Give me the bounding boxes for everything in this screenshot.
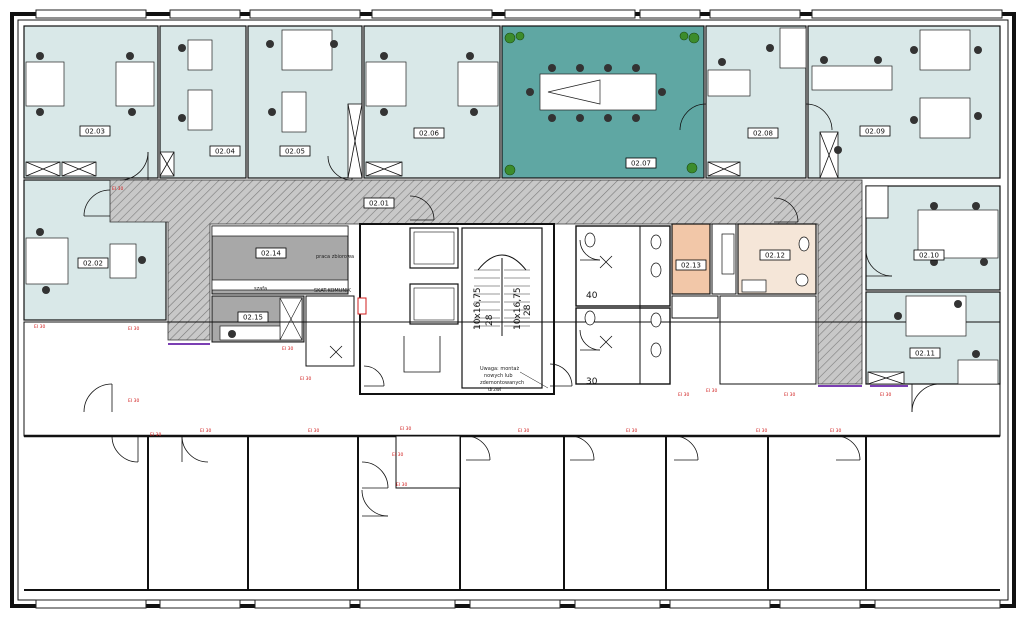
windows-top bbox=[35, 9, 1003, 19]
svg-text:EI 30: EI 30 bbox=[200, 428, 211, 434]
label-02-12: 02.12 bbox=[765, 252, 785, 260]
label-02-14: 02.14 bbox=[261, 250, 282, 258]
label-02-08: 02.08 bbox=[753, 130, 773, 138]
label-02-06: 02.06 bbox=[419, 130, 440, 138]
svg-text:EI 30: EI 30 bbox=[400, 426, 411, 432]
note-line-3: zdemontowanych bbox=[480, 380, 524, 386]
note-line-2: nowych lub bbox=[484, 373, 513, 379]
label-02-10: 02.10 bbox=[919, 252, 939, 260]
svg-text:EI 30: EI 30 bbox=[112, 186, 123, 192]
svg-text:EI 30: EI 30 bbox=[880, 392, 891, 398]
note-line-1: Uwaga: montaż bbox=[480, 366, 519, 372]
plants bbox=[504, 31, 700, 176]
svg-text:EI 30: EI 30 bbox=[282, 346, 293, 352]
stair-dimension-1: 10x16,75 bbox=[473, 287, 483, 330]
svg-text:EI 30: EI 30 bbox=[128, 398, 139, 404]
server-note: szafa bbox=[254, 286, 267, 292]
stair-steps-2: 28 bbox=[523, 304, 533, 316]
svg-text:EI 30: EI 30 bbox=[300, 376, 311, 382]
svg-text:EI 30: EI 30 bbox=[128, 326, 139, 332]
label-02-03: 02.03 bbox=[85, 128, 105, 136]
svg-text:EI 30: EI 30 bbox=[830, 428, 841, 434]
wc-number-40: 40 bbox=[586, 291, 598, 301]
room-labels: 02.03 02.04 02.05 02.06 02.07 02.08 02.0… bbox=[77, 125, 945, 359]
svg-text:EI 30: EI 30 bbox=[756, 428, 767, 434]
svg-text:EI 30: EI 30 bbox=[392, 452, 403, 458]
label-02-01: 02.01 bbox=[369, 200, 389, 208]
fire-extinguisher-marker bbox=[357, 297, 367, 315]
lower-rooms bbox=[24, 436, 1000, 591]
door-swings bbox=[83, 103, 941, 517]
fire-ratings: EI 30 EI 30 EI 30 EI 30 EI 30 EI 30 EI 3… bbox=[34, 186, 891, 488]
label-02-11: 02.11 bbox=[915, 350, 935, 358]
label-02-15: 02.15 bbox=[243, 314, 263, 322]
kitchen-note: praca zbiorowa bbox=[316, 254, 354, 260]
label-02-07: 02.07 bbox=[631, 160, 651, 168]
svg-text:EI 30: EI 30 bbox=[678, 392, 689, 398]
svg-text:EI 30: EI 30 bbox=[396, 482, 407, 488]
room-02-13 bbox=[671, 223, 711, 295]
wc-number-30: 30 bbox=[586, 377, 598, 387]
svg-text:EI 30: EI 30 bbox=[308, 428, 319, 434]
chairs bbox=[36, 40, 988, 358]
svg-text:EI 30: EI 30 bbox=[626, 428, 637, 434]
desks bbox=[25, 27, 999, 385]
label-02-09: 02.09 bbox=[865, 128, 885, 136]
sanitary-fixtures bbox=[584, 232, 810, 358]
svg-text:EI 30: EI 30 bbox=[34, 324, 45, 330]
floor-drains bbox=[329, 255, 613, 359]
label-02-05: 02.05 bbox=[285, 148, 305, 156]
svg-text:EI 30: EI 30 bbox=[150, 432, 161, 438]
label-02-04: 02.04 bbox=[215, 148, 236, 156]
svg-text:EI 30: EI 30 bbox=[706, 388, 717, 394]
windows-bottom bbox=[35, 599, 1001, 609]
stair-steps-1: 28 bbox=[485, 314, 495, 326]
note-line-4: drzwi bbox=[488, 387, 501, 393]
label-02-13: 02.13 bbox=[681, 262, 701, 270]
printer-note: SKAT.KOMUNIK bbox=[314, 288, 352, 294]
stair-dimension-2: 10x16,75 bbox=[513, 287, 523, 330]
label-02-02: 02.02 bbox=[83, 260, 103, 268]
corridor-hatched bbox=[109, 179, 863, 385]
svg-text:EI 30: EI 30 bbox=[518, 428, 529, 434]
svg-text:EI 30: EI 30 bbox=[784, 392, 795, 398]
